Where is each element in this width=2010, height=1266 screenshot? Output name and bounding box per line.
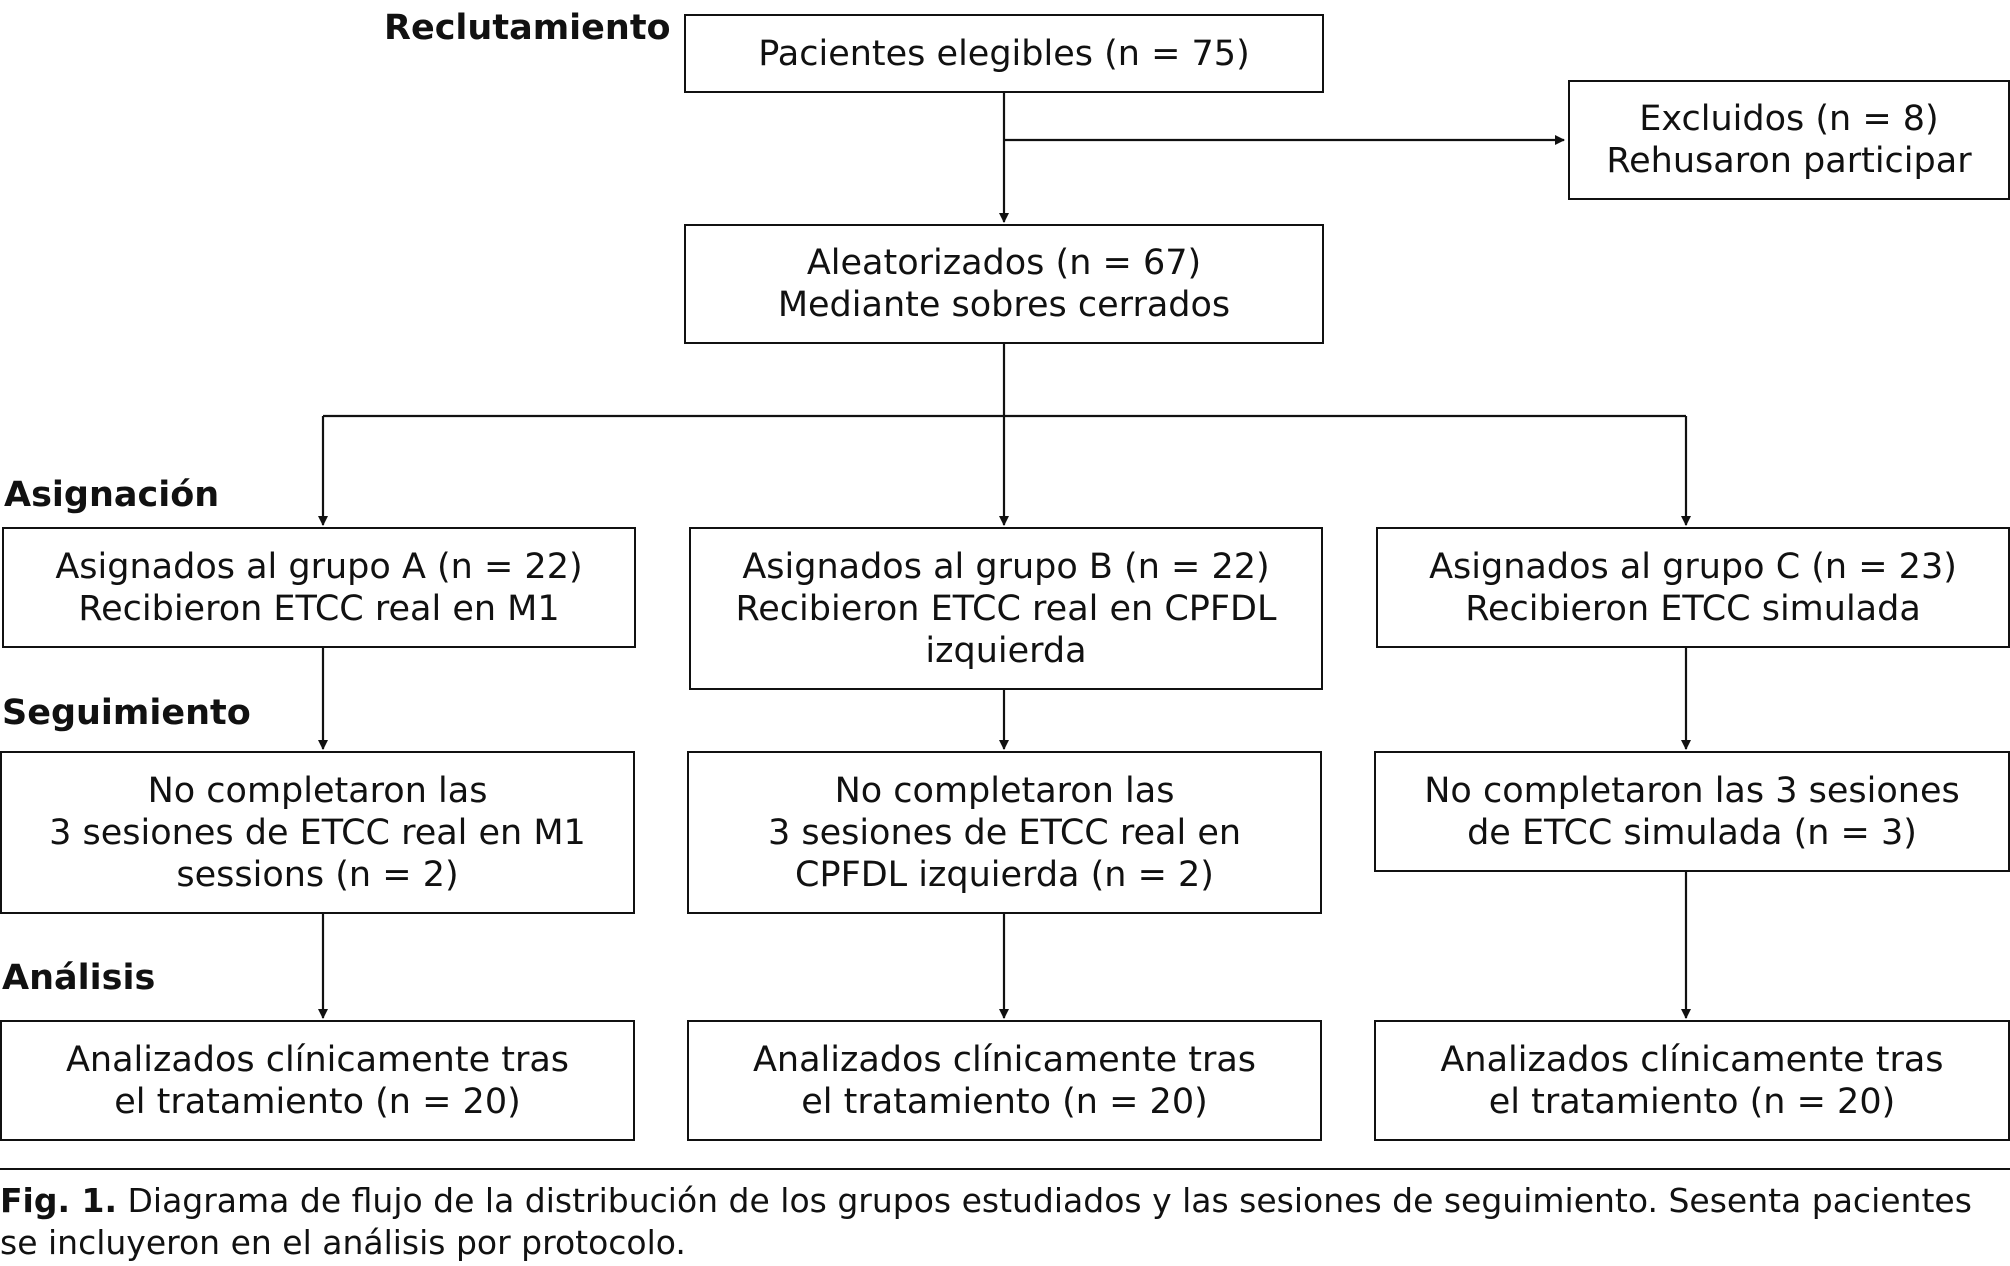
box-group-a-line: Recibieron ETCC real en M1	[78, 588, 560, 629]
box-group-b-line: Asignados al grupo B (n = 22)	[742, 546, 1270, 587]
box-followup-a: No completaron las 3 sesiones de ETCC re…	[0, 751, 635, 914]
stage-label-assignment: Asignación	[4, 475, 220, 515]
box-analysis-b-line: Analizados clínicamente tras	[752, 1039, 1257, 1080]
box-analysis-c: Analizados clínicamente tras el tratamie…	[1374, 1020, 2010, 1141]
box-analysis-a-line: el tratamiento (n = 20)	[114, 1081, 521, 1122]
box-analysis-a: Analizados clínicamente tras el tratamie…	[0, 1020, 635, 1141]
box-followup-b-line: 3 sesiones de ETCC real en	[767, 812, 1242, 853]
figure-caption-text: Diagrama de flujo de la distribución de …	[0, 1181, 1972, 1262]
box-analysis-c-line: el tratamiento (n = 20)	[1488, 1081, 1896, 1122]
box-group-a: Asignados al grupo A (n = 22) Recibieron…	[2, 527, 636, 648]
box-followup-b-line: No completaron las	[834, 770, 1175, 811]
box-group-c: Asignados al grupo C (n = 23) Recibieron…	[1376, 527, 2010, 648]
box-followup-a-line: 3 sesiones de ETCC real en M1	[49, 812, 586, 853]
box-followup-a-line: sessions (n = 2)	[176, 854, 459, 895]
box-eligible: Pacientes elegibles (n = 75)	[684, 14, 1324, 93]
box-group-b-line: izquierda	[925, 630, 1087, 671]
box-excluded-line: Rehusaron participar	[1606, 141, 1972, 181]
box-group-a-line: Asignados al grupo A (n = 22)	[55, 546, 583, 587]
box-group-b-line: Recibieron ETCC real en CPFDL	[735, 588, 1277, 629]
box-analysis-a-line: Analizados clínicamente tras	[65, 1039, 570, 1080]
figure-label: Fig. 1.	[0, 1181, 117, 1220]
figure-caption: Fig. 1. Diagrama de flujo de la distribu…	[0, 1168, 2010, 1264]
stage-label-followup: Seguimiento	[2, 693, 251, 733]
box-analysis-c-line: Analizados clínicamente tras	[1440, 1039, 1944, 1080]
box-analysis-b-line: el tratamiento (n = 20)	[801, 1081, 1208, 1122]
box-followup-c: No completaron las 3 sesiones de ETCC si…	[1374, 751, 2010, 872]
box-group-c-line: Asignados al grupo C (n = 23)	[1429, 546, 1957, 587]
box-analysis-b: Analizados clínicamente tras el tratamie…	[687, 1020, 1322, 1141]
stage-label-analysis: Análisis	[2, 958, 156, 998]
box-randomized-line: Aleatorizados (n = 67)	[806, 243, 1202, 283]
box-randomized: Aleatorizados (n = 67) Mediante sobres c…	[684, 224, 1324, 344]
stage-label-recruitment: Reclutamiento	[384, 8, 671, 48]
box-group-c-line: Recibieron ETCC simulada	[1465, 588, 1921, 629]
box-group-b: Asignados al grupo B (n = 22) Recibieron…	[689, 527, 1323, 690]
box-excluded-line: Excluidos (n = 8)	[1639, 99, 1939, 139]
box-followup-b: No completaron las 3 sesiones de ETCC re…	[687, 751, 1322, 914]
box-followup-b-line: CPFDL izquierda (n = 2)	[795, 854, 1214, 895]
box-followup-a-line: No completaron las	[147, 770, 488, 811]
box-followup-c-line: No completaron las 3 sesiones	[1424, 770, 1960, 811]
box-followup-c-line: de ETCC simulada (n = 3)	[1467, 812, 1917, 853]
box-randomized-line: Mediante sobres cerrados	[777, 285, 1231, 325]
box-excluded: Excluidos (n = 8) Rehusaron participar	[1568, 80, 2010, 200]
box-eligible-line: Pacientes elegibles (n = 75)	[758, 33, 1250, 74]
